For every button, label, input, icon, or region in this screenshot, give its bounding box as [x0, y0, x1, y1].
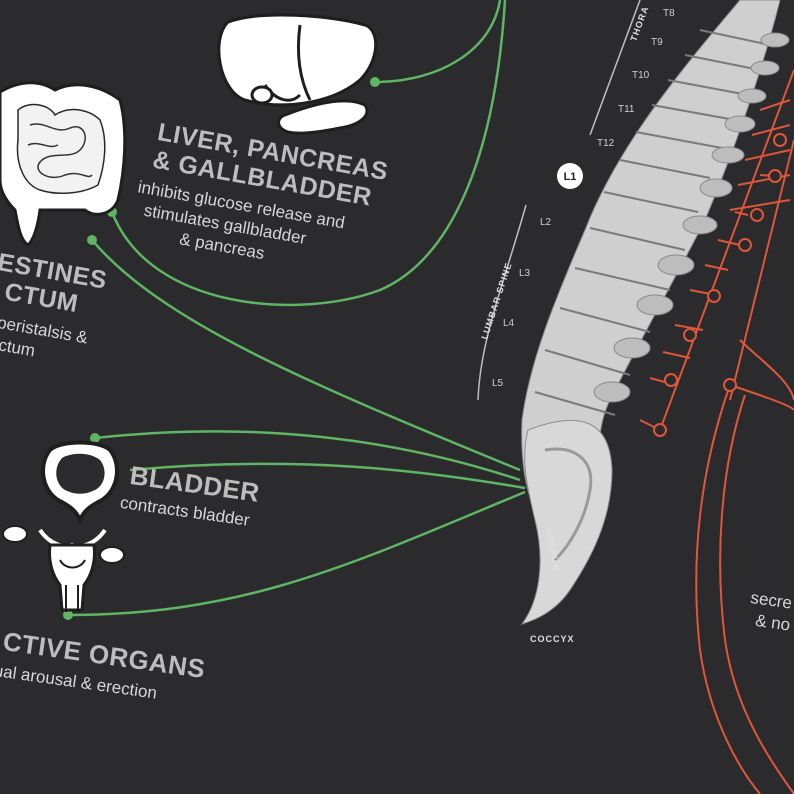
- nerve-to-liver: [374, 0, 502, 84]
- thoracic-bracket: [589, 0, 641, 136]
- spine-illustration: [520, 0, 790, 625]
- intestines-icon: [0, 81, 127, 247]
- nerve-to-intestines: [91, 239, 521, 472]
- sympathetic-chain: [639, 69, 794, 794]
- nerve-node-liver: [370, 77, 380, 87]
- bladder-icon: [41, 440, 119, 526]
- lumbar-bracket: [477, 204, 527, 401]
- vertebra-label-t8: T8: [663, 8, 675, 19]
- vertebra-label-t11: T11: [618, 104, 635, 115]
- nerve-to-reproductive: [67, 490, 526, 617]
- nerve-to-liver-lower: [110, 0, 507, 307]
- parasympathetic-nerves: [63, 0, 526, 620]
- vertebra-label-t12: T12: [597, 138, 615, 149]
- l1-badge: [557, 163, 583, 189]
- nerve-to-bladder: [94, 430, 521, 482]
- nerve-node-intestines: [87, 235, 97, 245]
- vertebra-label-l5: L5: [492, 378, 504, 389]
- vertebra-label-l3: L3: [519, 268, 531, 279]
- vertebra-label-l2: L2: [540, 217, 552, 228]
- vertebra-label-t10: T10: [632, 70, 650, 81]
- l1-badge-label: L1: [564, 171, 577, 183]
- nerve-node-bladder: [90, 433, 100, 443]
- coccyx-label: COCCYX: [530, 634, 575, 644]
- vertebra-label-l4: L4: [503, 318, 515, 329]
- nerve-to-bladder-lower: [129, 462, 526, 490]
- liver-icon: [217, 13, 378, 135]
- nerve-node-reproductive: [63, 610, 73, 620]
- vertebra-label-t9: T9: [651, 37, 663, 48]
- reproductive-organs-icon: [2, 525, 125, 612]
- sacrum-shading: [544, 447, 593, 562]
